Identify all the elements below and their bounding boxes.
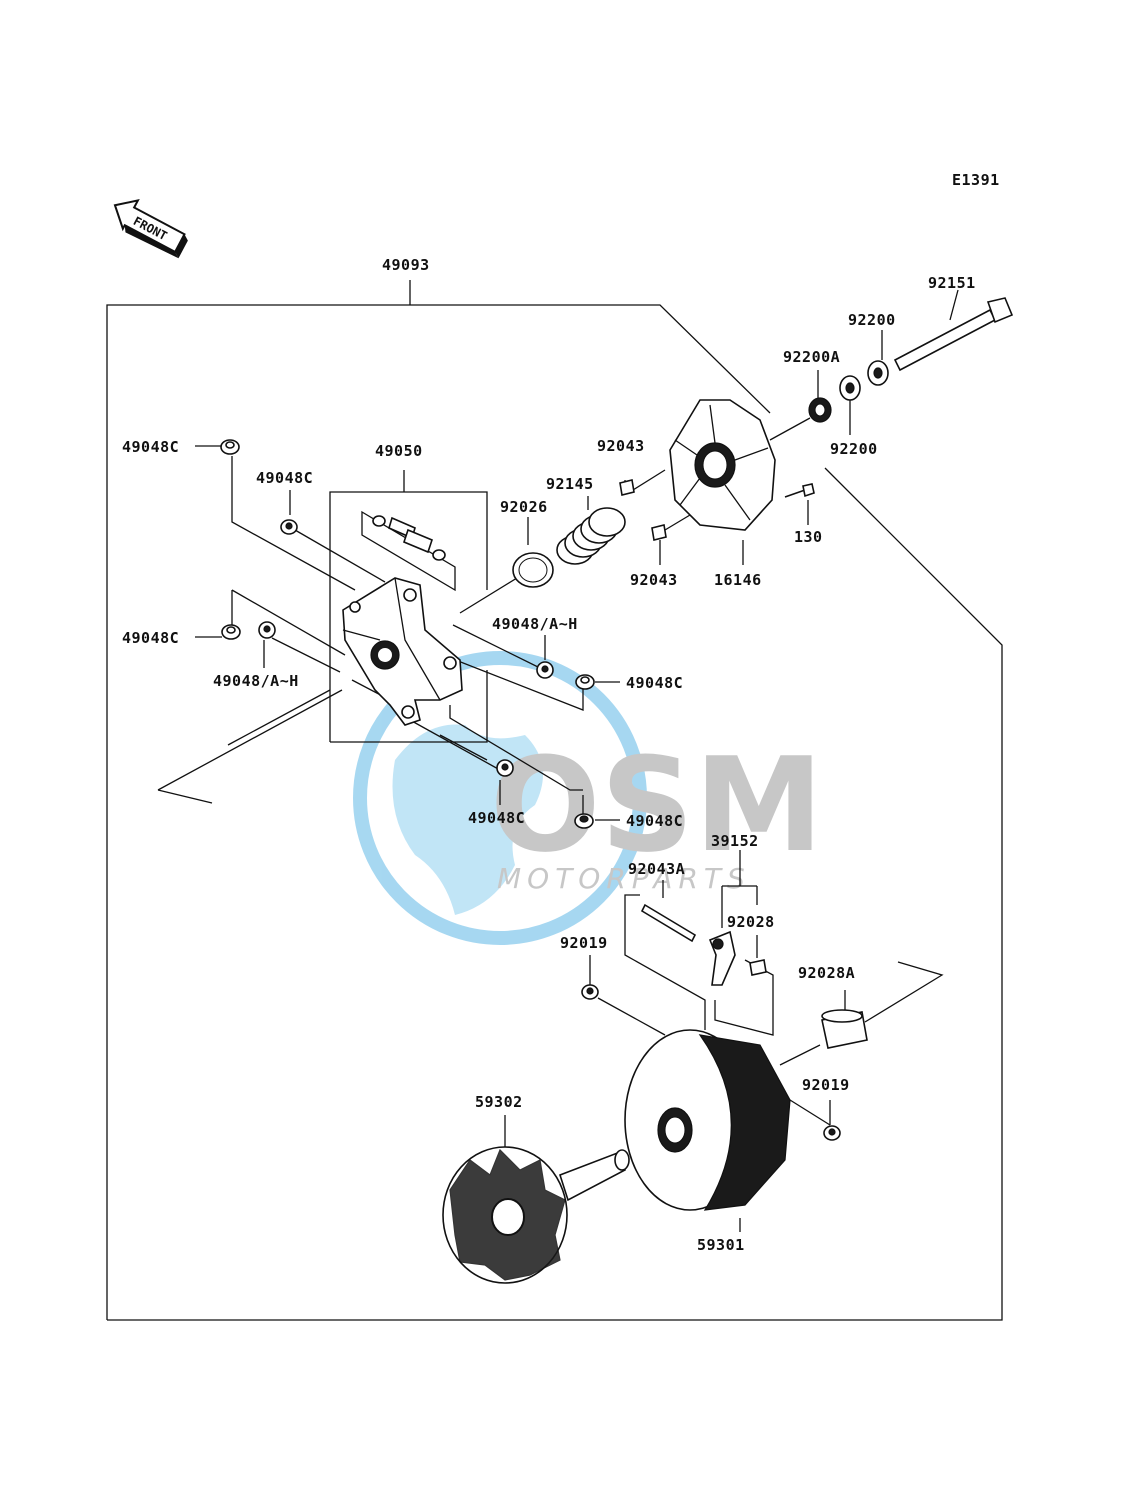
label-92043-b: 92043 <box>630 571 678 589</box>
label-49048C-2: 49048C <box>256 469 313 487</box>
label-49093: 49093 <box>382 256 430 274</box>
bushing-92200a <box>808 397 832 423</box>
diagram-code: E1391 <box>952 171 1000 189</box>
part-labels: 49093 92151 92200 92200A 92200 49048C 49… <box>122 256 976 1254</box>
bolt-92151 <box>893 297 1014 372</box>
nut-49048c-1 <box>220 439 240 455</box>
pin-92043-b <box>651 524 667 541</box>
sheave-59302 <box>442 1146 630 1284</box>
label-49048AH-1: 49048/A~H <box>492 615 578 633</box>
label-59301: 59301 <box>697 1236 745 1254</box>
pin-92043-a <box>619 479 635 496</box>
label-49048C-4: 49048C <box>626 674 683 692</box>
nut-92019-a <box>581 984 599 1000</box>
leader-lines <box>157 289 959 1232</box>
label-59302: 59302 <box>475 1093 523 1111</box>
label-49048C-1: 49048C <box>122 438 179 456</box>
label-92043-a: 92043 <box>597 437 645 455</box>
label-49048C-5: 49048C <box>468 809 525 827</box>
label-92200-bottom: 92200 <box>830 440 878 458</box>
watermark-logo: OSM <box>490 729 824 881</box>
bolt-130 <box>784 483 815 498</box>
nut-49048c-5 <box>496 759 514 777</box>
part-shapes <box>220 297 1014 1284</box>
label-92019-b: 92019 <box>802 1076 850 1094</box>
assembly-frame <box>106 280 1003 1321</box>
watermark-subtext: MOTORPARTS <box>497 862 751 895</box>
cover-16146 <box>669 399 776 531</box>
label-49048AH-2: 49048/A~H <box>213 672 299 690</box>
label-92019-a: 92019 <box>560 934 608 952</box>
spider-49050 <box>342 577 463 726</box>
label-92145: 92145 <box>546 475 594 493</box>
label-92043A: 92043A <box>628 860 685 878</box>
pin-92043a <box>640 903 697 943</box>
label-92200A: 92200A <box>783 348 840 366</box>
collar-92028a <box>821 1009 868 1049</box>
nut-49048c-3 <box>221 624 241 640</box>
label-92028: 92028 <box>727 913 775 931</box>
nut-92019-b <box>823 1125 841 1141</box>
nut-49048c-2 <box>280 519 298 535</box>
sheave-59301 <box>624 1029 791 1211</box>
label-130: 130 <box>794 528 823 546</box>
label-49048C-3: 49048C <box>122 629 179 647</box>
nut-49048c-6 <box>574 813 594 829</box>
nut-49048c-4 <box>575 674 595 690</box>
washer-92200-a <box>839 375 861 401</box>
label-16146: 16146 <box>714 571 762 589</box>
label-92151: 92151 <box>928 274 976 292</box>
roller-pin-set <box>372 515 446 561</box>
nut-49048ah-1 <box>258 621 276 639</box>
label-92028A: 92028A <box>798 964 855 982</box>
subassembly-frame-49050 <box>329 470 488 743</box>
watermark-globe <box>353 651 647 945</box>
label-92200-top: 92200 <box>848 311 896 329</box>
front-arrow-icon: FRONT <box>113 199 188 259</box>
spring-92145 <box>556 507 626 565</box>
bushing-92028 <box>749 959 767 976</box>
nut-49048ah-2 <box>536 661 554 679</box>
label-49048C-6: 49048C <box>626 812 683 830</box>
label-49050: 49050 <box>375 442 423 460</box>
label-92026: 92026 <box>500 498 548 516</box>
weight-39152 <box>708 930 736 986</box>
washer-92200-b <box>867 360 889 386</box>
label-39152: 39152 <box>711 832 759 850</box>
ring-92026 <box>512 552 554 588</box>
